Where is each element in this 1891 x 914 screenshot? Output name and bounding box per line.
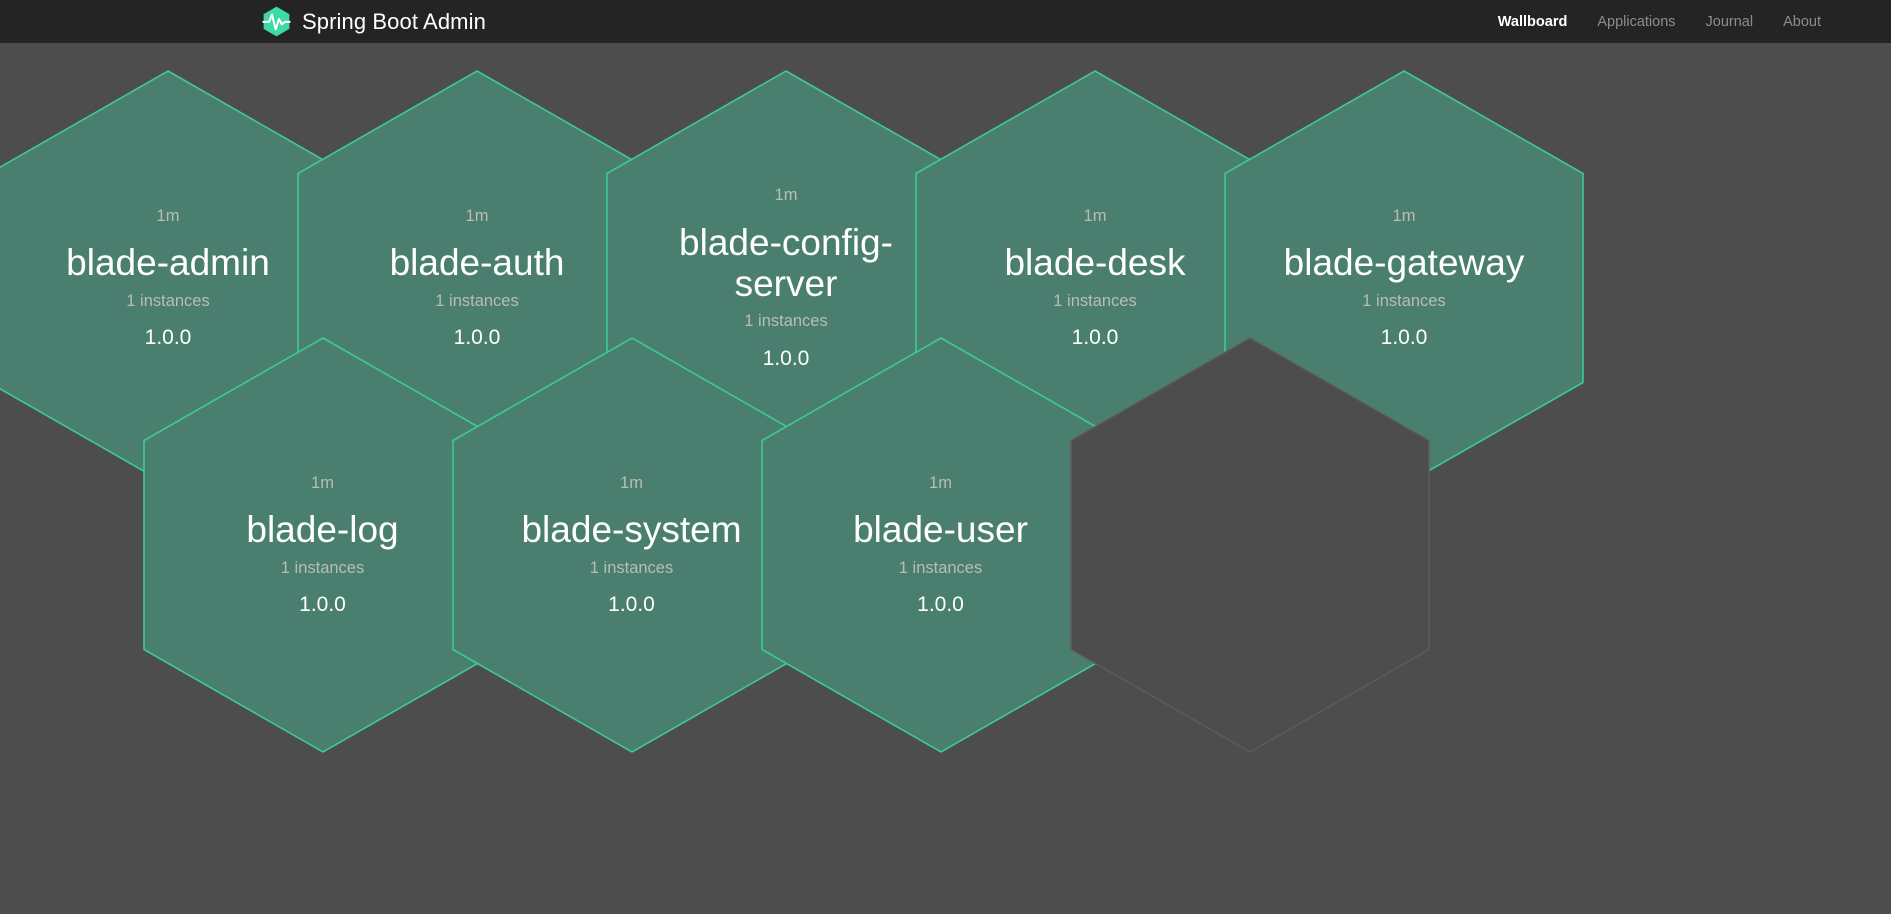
primary-nav: Wallboard Applications Journal About bbox=[1498, 14, 1821, 30]
heartbeat-hexagon-icon bbox=[262, 6, 291, 37]
brand-link[interactable]: Spring Boot Admin bbox=[260, 5, 486, 38]
hexagon-shape bbox=[760, 337, 1121, 753]
brand-title: Spring Boot Admin bbox=[302, 8, 486, 34]
hexagon-placeholder bbox=[1069, 336, 1431, 754]
nav-link-about[interactable]: About bbox=[1783, 13, 1821, 30]
top-navbar: Spring Boot Admin Wallboard Applications J… bbox=[0, 0, 1891, 43]
hexagon-shape bbox=[451, 337, 812, 753]
hexagon-shape bbox=[1069, 337, 1430, 753]
nav-link-wallboard[interactable]: Wallboard bbox=[1497, 13, 1568, 30]
nav-link-applications[interactable]: Applications bbox=[1597, 13, 1676, 30]
nav-link-journal[interactable]: Journal bbox=[1705, 13, 1754, 30]
hexagon-shape bbox=[142, 337, 503, 753]
